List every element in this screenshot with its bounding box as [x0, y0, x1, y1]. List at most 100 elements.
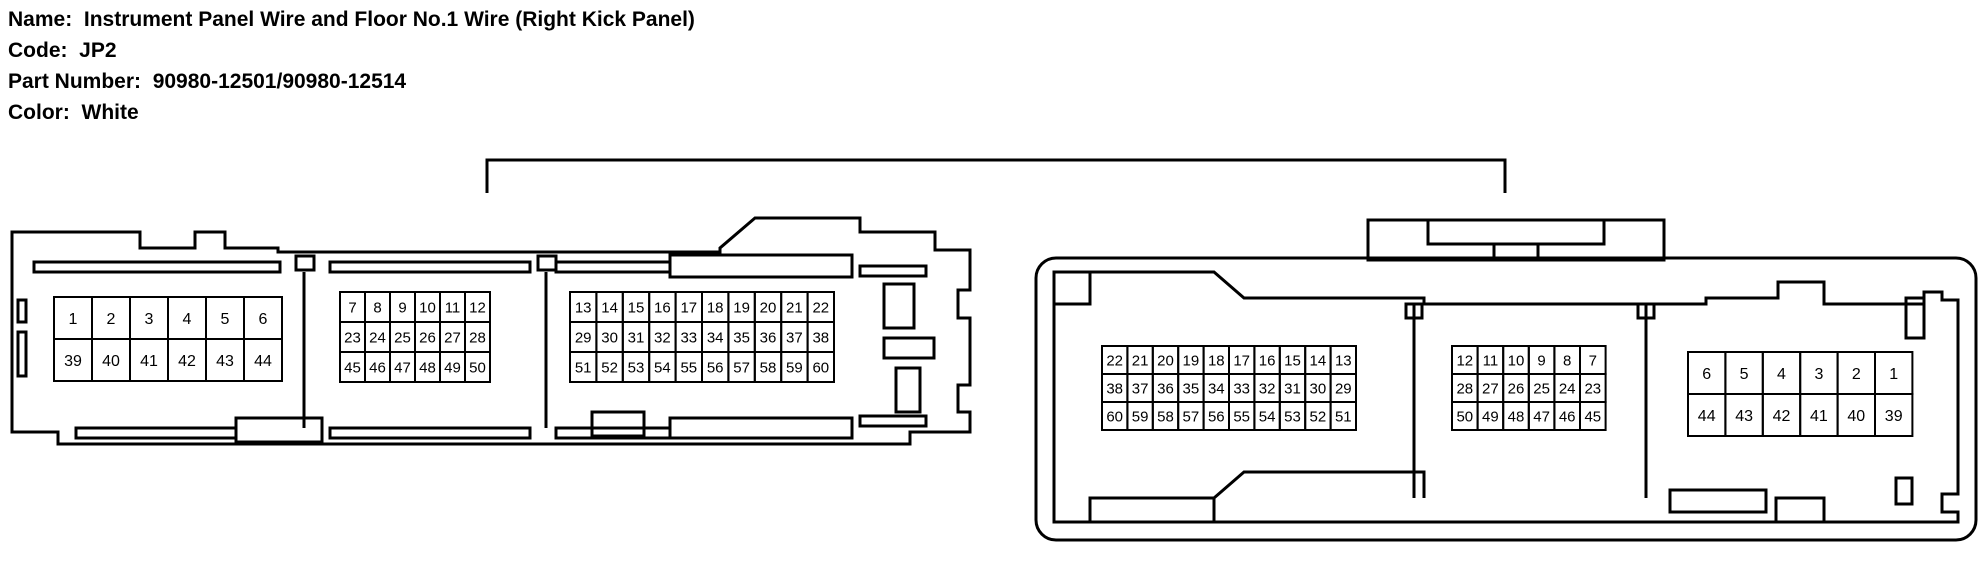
- pin-label: 40: [1847, 408, 1865, 425]
- pin-label: 29: [575, 329, 592, 346]
- pin-label: 54: [1259, 408, 1276, 425]
- pin-label: 46: [1559, 408, 1576, 425]
- pin-label: 35: [733, 329, 750, 346]
- pin-label: 12: [469, 299, 486, 316]
- code-value: JP2: [79, 39, 117, 62]
- code-label: Code:: [8, 39, 68, 62]
- left-side-tab: [16, 330, 28, 378]
- pin-label: 56: [1208, 408, 1225, 425]
- pin-label: 6: [1702, 366, 1711, 383]
- right-bottom-step: [1668, 488, 1768, 514]
- color-line: Color: White: [8, 97, 695, 128]
- right-bottom-shelf: [1088, 496, 1216, 524]
- pin-label: 36: [760, 329, 777, 346]
- color-value: White: [81, 101, 139, 124]
- pin-label: 34: [1208, 380, 1225, 397]
- part-number-line: Part Number: 90980-12501/90980-12514: [8, 66, 695, 97]
- name-label: Name:: [8, 8, 73, 31]
- pin-label: 22: [812, 299, 829, 316]
- pin-label: 45: [344, 359, 361, 376]
- right-bottom-chamfer: [1213, 470, 1426, 500]
- pin-label: 15: [628, 299, 645, 316]
- pin-label: 33: [680, 329, 697, 346]
- pin-cell: [243, 338, 283, 382]
- pin-cell: [1579, 401, 1607, 431]
- left-top-rail-3: [554, 260, 672, 274]
- pin-label: 19: [1183, 352, 1200, 369]
- left-bottom-rail: [74, 426, 238, 440]
- pin-label: 23: [1584, 380, 1601, 397]
- pin-label: 49: [444, 359, 461, 376]
- pin-label: 10: [1508, 352, 1525, 369]
- pin-label: 48: [419, 359, 436, 376]
- pin-label: 60: [812, 359, 829, 376]
- pin-label: 45: [1584, 408, 1601, 425]
- pin-label: 54: [654, 359, 671, 376]
- pin-label: 40: [102, 353, 120, 370]
- pin-label: 18: [1208, 352, 1225, 369]
- pin-label: 59: [786, 359, 803, 376]
- pin-label: 55: [1233, 408, 1250, 425]
- pin-label: 44: [254, 353, 272, 370]
- part-number-value: 90980-12501/90980-12514: [152, 70, 407, 93]
- pin-label: 39: [64, 353, 82, 370]
- left-right-key-3: [894, 366, 922, 414]
- pin-label: 4: [1777, 366, 1786, 383]
- name-line: Name: Instrument Panel Wire and Floor No…: [8, 4, 695, 35]
- pin-label: 20: [1157, 352, 1174, 369]
- pin-label: 13: [1335, 352, 1352, 369]
- pin-label: 44: [1698, 408, 1716, 425]
- left-top-latch: [668, 253, 854, 279]
- pin-label: 7: [1589, 352, 1597, 369]
- left-right-rail-2: [858, 414, 928, 428]
- pin-label: 37: [786, 329, 803, 346]
- pin-label: 30: [601, 329, 618, 346]
- pin-label: 25: [1533, 380, 1550, 397]
- pin-cell: [1329, 401, 1357, 431]
- pin-label: 13: [575, 299, 592, 316]
- right-edge-key-2: [1894, 476, 1914, 506]
- left-top-notch: [294, 254, 316, 272]
- pin-label: 32: [654, 329, 671, 346]
- left-right-key-2: [882, 336, 936, 360]
- pin-label: 60: [1106, 408, 1123, 425]
- pin-label: 1: [69, 311, 78, 328]
- pin-cell: [1874, 393, 1914, 437]
- mating-bracket: [485, 158, 1507, 193]
- left-housing-outline: [10, 216, 972, 446]
- pin-label: 39: [1885, 408, 1903, 425]
- pin-label: 23: [344, 329, 361, 346]
- pin-label: 58: [760, 359, 777, 376]
- pin-label: 21: [786, 299, 803, 316]
- left-bottom-key: [234, 416, 324, 444]
- left-bottom-key-2: [590, 410, 646, 438]
- pin-label: 14: [601, 299, 618, 316]
- pin-label: 26: [419, 329, 436, 346]
- pin-label: 52: [601, 359, 618, 376]
- pin-label: 31: [1284, 380, 1301, 397]
- right-bottom-notch: [1774, 496, 1826, 524]
- pin-label: 47: [394, 359, 411, 376]
- pin-label: 53: [628, 359, 645, 376]
- pin-label: 6: [259, 311, 268, 328]
- header: Name: Instrument Panel Wire and Floor No…: [8, 4, 695, 128]
- pin-label: 21: [1132, 352, 1149, 369]
- pin-label: 59: [1132, 408, 1149, 425]
- left-top-rail-2: [328, 260, 532, 274]
- right-divider-cap-2: [1636, 302, 1656, 320]
- right-top-lock-inner: [1426, 218, 1606, 246]
- right-top-lock: [1366, 218, 1666, 262]
- left-side-tab-2: [16, 298, 28, 324]
- pin-label: 11: [445, 299, 461, 316]
- pin-label: 43: [1735, 408, 1753, 425]
- right-top-shelf: [1052, 270, 1092, 306]
- pin-label: 17: [1233, 352, 1250, 369]
- left-top-notch-2: [536, 254, 558, 272]
- pin-label: 20: [760, 299, 777, 316]
- pin-label: 2: [1852, 366, 1861, 383]
- pin-label: 35: [1183, 380, 1200, 397]
- pin-label: 27: [1482, 380, 1499, 397]
